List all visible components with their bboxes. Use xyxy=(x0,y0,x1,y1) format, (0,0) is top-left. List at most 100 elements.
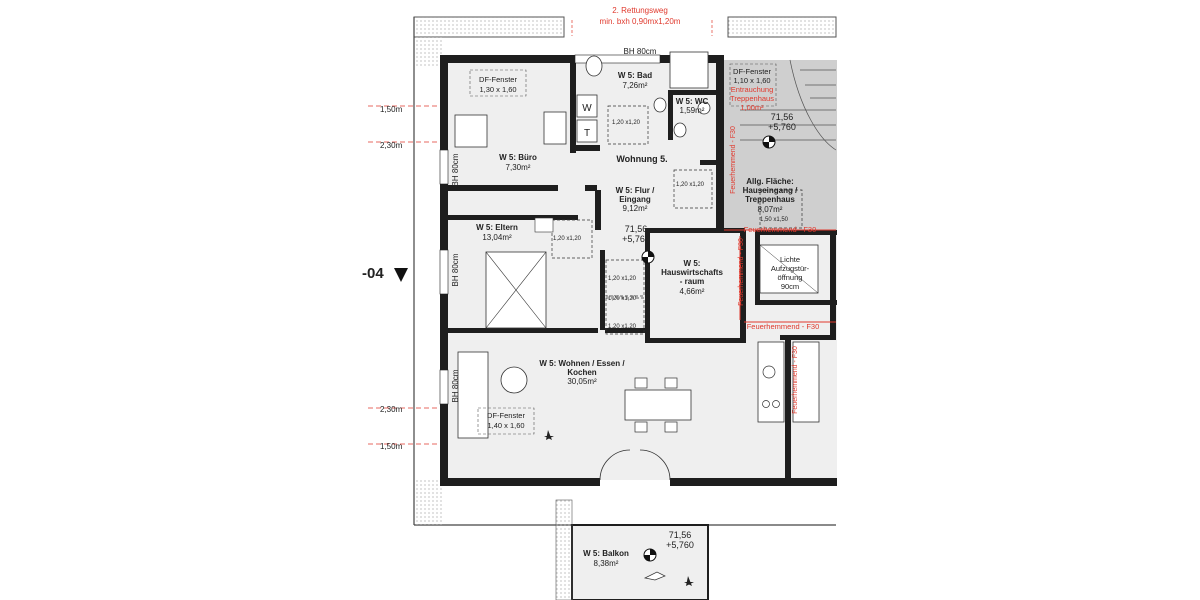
interior-walls xyxy=(448,63,837,480)
skylight-3: DF-Fenster 1,10 x 1,60 Entrauchung Trepp… xyxy=(729,63,777,112)
section-arrow-icon xyxy=(394,268,408,282)
room-hwr-area: 4,66m² xyxy=(680,287,705,296)
room-flur-area: 9,12m² xyxy=(623,204,648,213)
height-label-230-bottom: 2,30m xyxy=(380,405,403,414)
room-eltern-area: 13,04m² xyxy=(482,233,512,242)
fire-label-3: Feuerhemmend - F30 xyxy=(730,126,737,194)
balcony-door-right xyxy=(639,449,671,481)
elevator-label-1: Lichte xyxy=(780,255,800,264)
washing-machine-box xyxy=(576,94,598,118)
svg-text:Entrauchung: Entrauchung xyxy=(731,85,774,94)
level-symbol-2 xyxy=(762,135,776,149)
room-flur-name-1: W 5: Flur / xyxy=(616,186,655,195)
height-label-230-top: 2,30m xyxy=(380,141,403,150)
level-value-1b: +5,760 xyxy=(622,234,650,244)
clearance-label-3: 1,20 x1,20 xyxy=(553,236,582,242)
svg-text:1,10 x 1,60: 1,10 x 1,60 xyxy=(733,76,770,85)
room-bad-name: W 5: Bad xyxy=(618,71,652,80)
rescue-route-title: 2. Rettungsweg xyxy=(612,6,668,15)
room-bad-area: 7,26m² xyxy=(623,81,648,90)
elevator-label-4: 90cm xyxy=(781,282,799,291)
balcony-door-left xyxy=(599,449,631,481)
top-window xyxy=(574,54,661,64)
clearance-label-4: 1,20 x1,20 xyxy=(608,276,637,282)
fire-label-4: Feuerhemmend - F30 xyxy=(738,238,745,306)
svg-text:DF-Fenster: DF-Fenster xyxy=(733,67,771,76)
dining-table xyxy=(624,389,692,421)
room-hwr-name-3: - raum xyxy=(680,277,704,286)
room-buero-area: 7,30m² xyxy=(506,163,531,172)
bh-left-label-1: BH 80cm xyxy=(451,153,460,186)
skylight-2: DF-Fenster 1,40 x 1,60 xyxy=(477,407,535,435)
coffee-table xyxy=(500,366,528,394)
clearance-label-6: 1,20 x1,20 xyxy=(608,324,637,330)
plant-icon xyxy=(544,430,554,440)
room-wc-area: 1,59m² xyxy=(680,106,705,115)
cabinet xyxy=(543,111,567,145)
balcony-plant-icon xyxy=(684,576,694,586)
room-eltern-name: W 5: Eltern xyxy=(476,223,518,232)
elevator-label-2: Aufzugstür- xyxy=(771,264,810,273)
clearance-label-1: 1,20 x1,20 xyxy=(612,120,641,126)
level-value-1a: 71,56 xyxy=(625,224,648,234)
stove-icon xyxy=(762,400,770,408)
fire-label-2: Feuerhemmend - F30 xyxy=(747,322,820,331)
room-wohnen-name-2: Kochen xyxy=(567,368,596,377)
svg-text:DF-Fenster: DF-Fenster xyxy=(487,411,525,420)
bh-left-label-3: BH 80cm xyxy=(451,369,460,402)
room-hwr-name-2: Hauswirtschafts xyxy=(661,268,723,277)
wc-toilet-icon xyxy=(673,122,687,138)
kitchen-counter xyxy=(757,341,785,423)
level-marker: -04 xyxy=(362,265,384,282)
bh-top-label: BH 80cm xyxy=(624,47,657,56)
level-symbol-1 xyxy=(641,250,655,264)
level-value-3b: +5,760 xyxy=(666,540,694,550)
fire-label-1: Feuerhemmend - F30 xyxy=(744,225,817,234)
height-label-150-bottom: 1,50m xyxy=(380,442,403,451)
common-area-name-3: Treppenhaus xyxy=(745,195,795,204)
clearance-boxes xyxy=(551,105,803,335)
level-symbol-3 xyxy=(643,548,657,562)
dining-chairs xyxy=(634,377,678,433)
toilet-icon xyxy=(585,55,603,77)
level-value-2a: 71,56 xyxy=(771,112,794,122)
dryer-box xyxy=(576,119,598,143)
stairwell-floor xyxy=(720,60,837,230)
wc-sink-icon xyxy=(697,101,711,115)
common-area-name-2: Hauseingang / xyxy=(743,186,798,195)
room-flur-name-2: Eingang xyxy=(619,195,651,204)
room-balkon-area: 8,38m² xyxy=(594,559,619,568)
room-wohnen-area: 30,05m² xyxy=(567,377,597,386)
washer-label: W xyxy=(582,103,592,114)
shower-tray xyxy=(669,51,709,89)
skylight-1: DF-Fenster 1,30 x 1,60 xyxy=(469,69,527,97)
neighbor-kitchen xyxy=(792,341,820,423)
sofa xyxy=(457,351,489,439)
fire-label-5: Feuerhemmend - F30 xyxy=(792,346,799,414)
room-buero-name: W 5: Büro xyxy=(499,153,537,162)
level-value-2b: +5,760 xyxy=(768,122,796,132)
left-windows xyxy=(439,149,449,405)
svg-text:1,00m²: 1,00m² xyxy=(740,103,764,112)
rescue-route-size: min. bxh 0,90mx1,20m xyxy=(600,17,681,26)
clearance-label-2: 1,20 x1,20 xyxy=(676,182,705,188)
desk xyxy=(454,114,488,148)
height-label-150-top: 1,50m xyxy=(380,105,403,114)
nightstand xyxy=(534,217,554,233)
svg-text:Treppenhaus: Treppenhaus xyxy=(730,94,774,103)
room-wc-name: W 5: WC xyxy=(676,97,709,106)
svg-text:1,40 x 1,60: 1,40 x 1,60 xyxy=(487,421,524,430)
svg-text:1,30 x 1,60: 1,30 x 1,60 xyxy=(479,85,516,94)
room-wohnen-name-1: W 5: Wohnen / Essen / xyxy=(539,359,625,368)
staircase xyxy=(740,59,837,151)
bh-left-label-2: BH 80cm xyxy=(451,253,460,286)
kitchen-sink-icon xyxy=(762,365,776,379)
elevator-label-3: öffnung xyxy=(778,273,803,282)
common-area-area: 8,07m² xyxy=(758,205,783,214)
room-hwr-name-1: W 5: xyxy=(684,259,701,268)
sink-icon xyxy=(653,97,667,113)
svg-text:DF-Fenster: DF-Fenster xyxy=(479,75,517,84)
room-balkon-name: W 5: Balkon xyxy=(583,549,629,558)
roof-outline xyxy=(413,16,837,526)
